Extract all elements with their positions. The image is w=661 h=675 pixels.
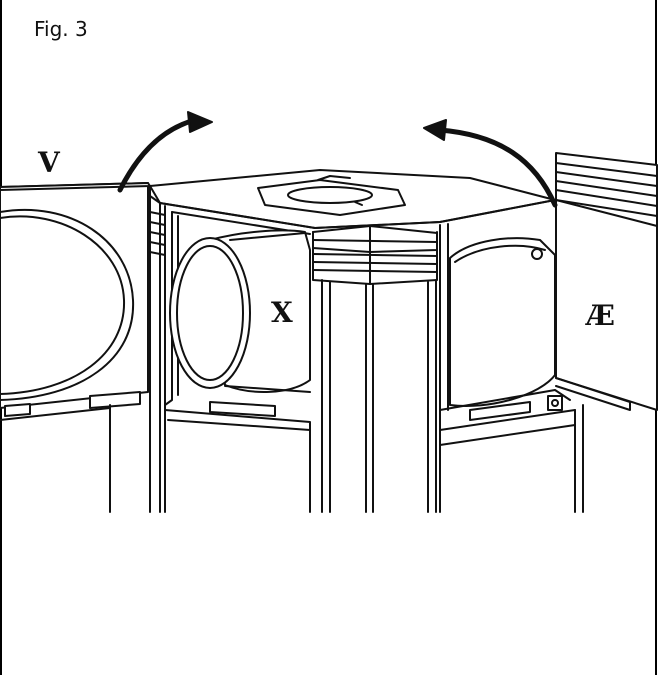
stove-corner-column xyxy=(312,225,438,513)
stove-top-lid xyxy=(149,169,556,229)
right-side-panel-ae xyxy=(555,152,658,411)
curved-arrow-icon xyxy=(423,119,558,208)
pipe-x xyxy=(169,229,311,393)
label-v: V xyxy=(37,146,61,179)
figure-caption: Fig. 3 xyxy=(34,17,88,41)
label-x: X xyxy=(271,296,293,329)
left-side-panel-v xyxy=(0,182,151,513)
label-ae: Æ xyxy=(585,299,615,332)
curved-arrow-icon xyxy=(117,111,213,193)
stove-body-right xyxy=(439,223,584,513)
